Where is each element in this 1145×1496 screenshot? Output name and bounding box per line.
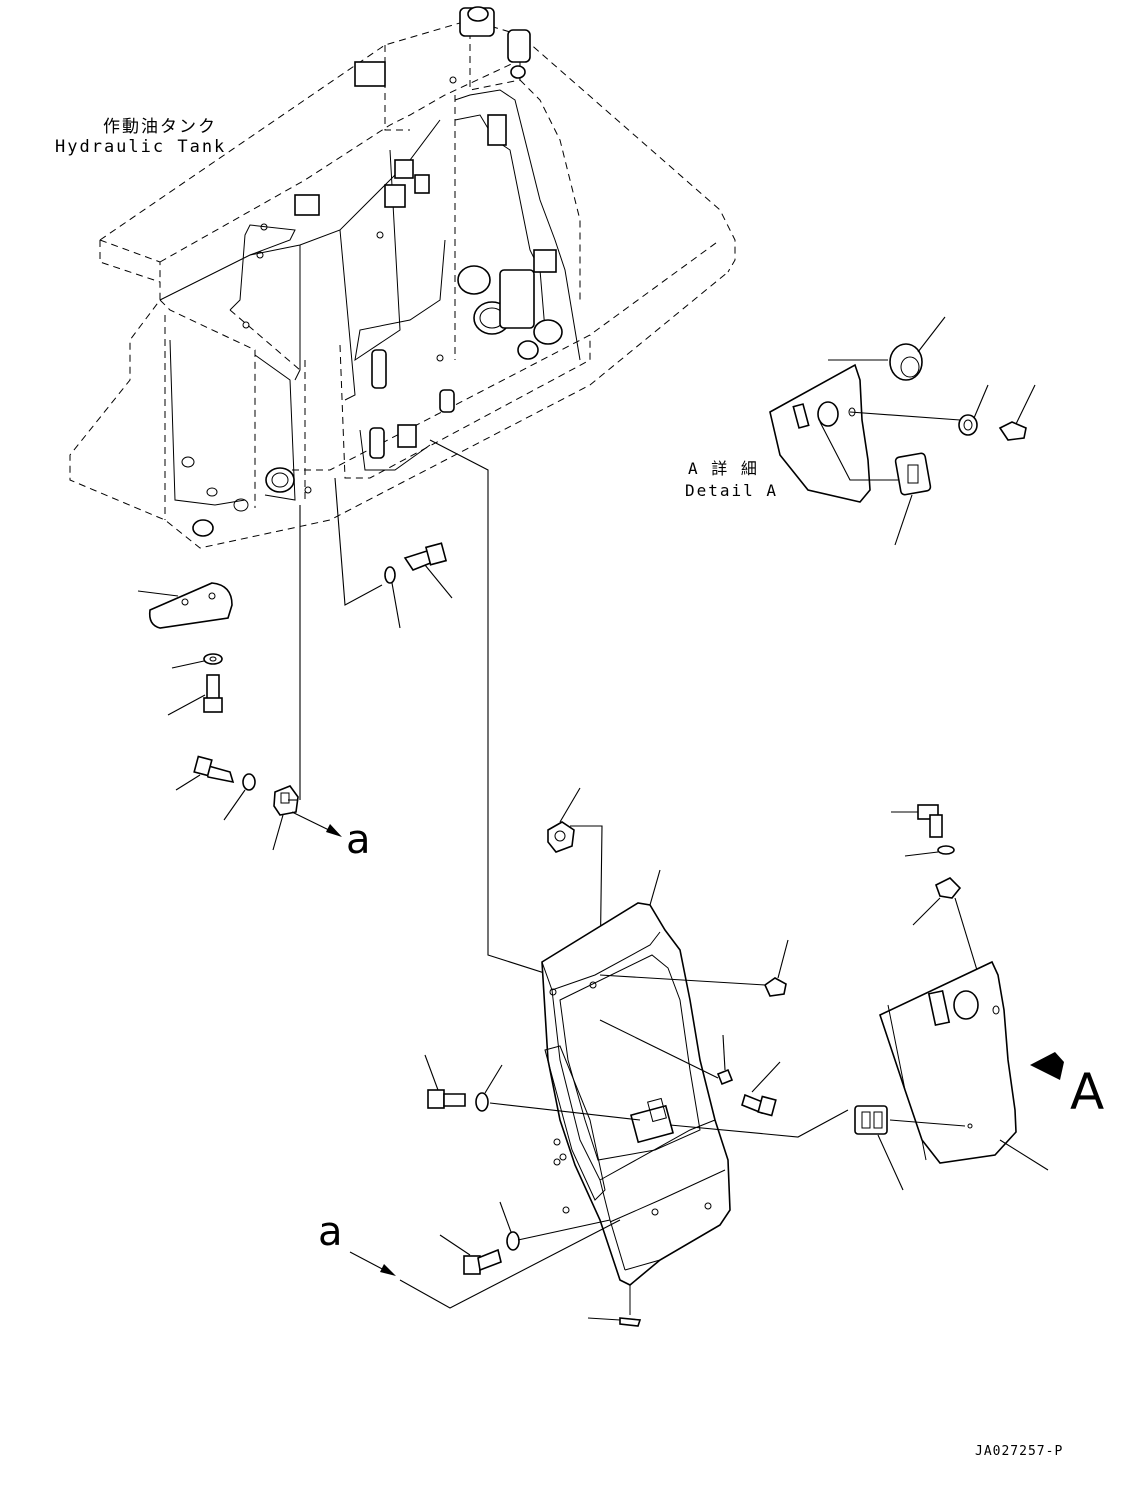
tank-label-en: Hydraulic Tank: [55, 137, 227, 157]
washer-main-bottom: [499, 1201, 611, 1251]
washer-left: [171, 653, 223, 669]
washer-main-left: [475, 1064, 641, 1121]
clip-left: [272, 785, 299, 851]
marker-a-lower: a: [318, 1209, 343, 1255]
bolt-left-angled: [175, 755, 235, 791]
marker-a-upper: a: [346, 817, 371, 863]
grommet-main: [599, 939, 789, 997]
washer-right-top: [904, 845, 955, 857]
washer-left-2: [223, 773, 256, 821]
detail-a-knob: [889, 316, 946, 381]
clip-right: [854, 1105, 904, 1191]
wire-clip-cover: [889, 1119, 966, 1127]
washer-center: [384, 566, 401, 629]
bolt-main-bottom: [439, 1234, 502, 1275]
bolt-main-left: [424, 1054, 466, 1109]
main-cover: [541, 869, 731, 1286]
wire-to-cover: [429, 439, 583, 986]
detail-label-en: Detail A: [685, 481, 779, 500]
wire-right-cover: [954, 897, 981, 981]
tank-label-jp: 作動油タンク: [103, 117, 217, 137]
bolt-left-vertical: [167, 674, 223, 716]
arrow-to-a-lower: [349, 1251, 396, 1276]
wire-a-lower: [399, 1219, 621, 1309]
view-label-a: A: [1070, 1063, 1105, 1121]
nut-main-top: [547, 787, 581, 853]
right-cover: [879, 960, 1049, 1171]
washer-main-right: [716, 1034, 734, 1086]
pin-bottom: [587, 1285, 642, 1327]
view-arrow-a: [1030, 1052, 1064, 1080]
detail-label-jp: A 詳 細: [688, 459, 759, 478]
bolt-center: [403, 542, 453, 599]
bolt-right-top: [891, 804, 943, 838]
detail-a-cover: [769, 359, 961, 546]
hydraulic-tank-outline: [69, 19, 736, 549]
drawing-number: JA027257-P: [975, 1444, 1064, 1459]
detail-a-grommet: [958, 384, 989, 436]
nut-right-top: [912, 877, 962, 926]
wire-center: [334, 477, 383, 606]
bolt-main-right: [741, 1061, 781, 1117]
detail-a-cap: [998, 384, 1036, 441]
arrow-to-a-upper: [291, 811, 342, 837]
bracket-plate: [137, 582, 233, 629]
wire-main-right: [599, 1019, 719, 1079]
wire-main-clip: [669, 1109, 849, 1138]
tank-frame: [159, 6, 581, 537]
